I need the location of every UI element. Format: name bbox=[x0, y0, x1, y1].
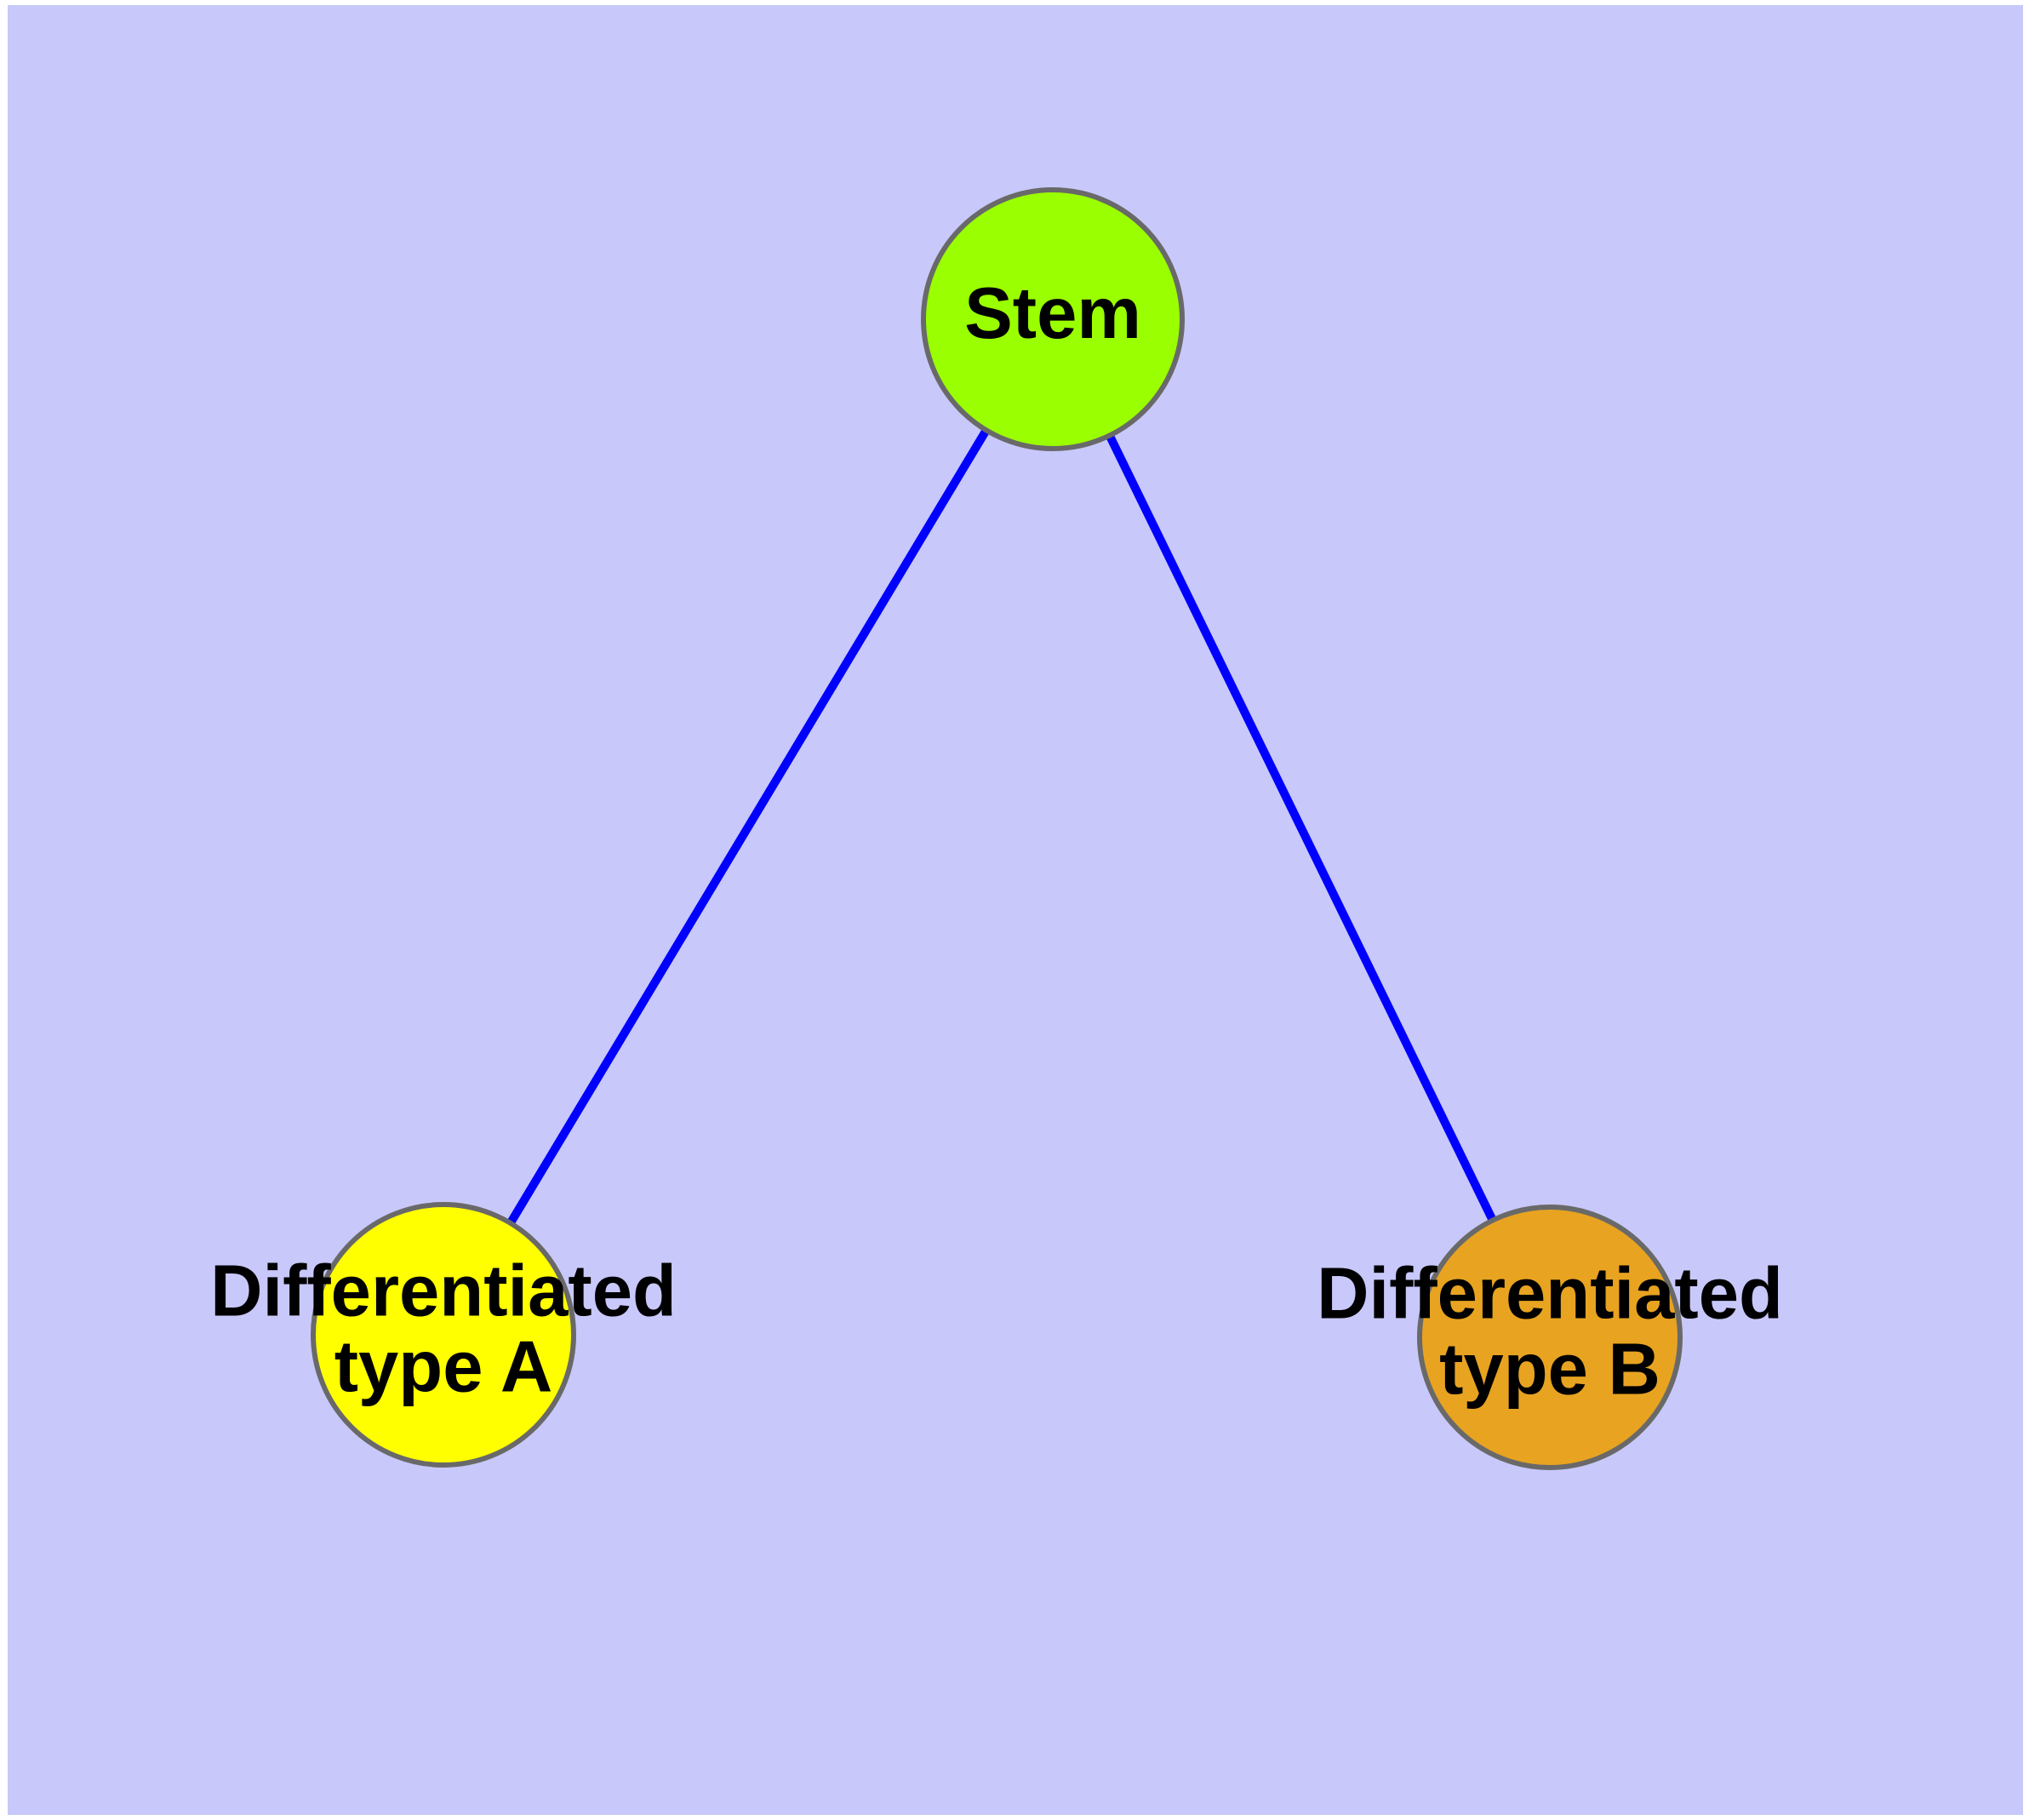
edges-layer bbox=[506, 426, 1498, 1228]
node-label-line: type A bbox=[334, 1327, 553, 1408]
node-diff_b[interactable] bbox=[1417, 1205, 1683, 1470]
node-stem[interactable] bbox=[921, 187, 1185, 451]
node-diff_a[interactable] bbox=[311, 1202, 576, 1468]
node-label-line: Differentiated bbox=[210, 1251, 677, 1332]
node-label-line: Differentiated bbox=[1317, 1254, 1783, 1335]
edge-stem-to-b[interactable] bbox=[1105, 432, 1498, 1224]
edge-stem-to-a[interactable] bbox=[506, 426, 992, 1228]
node-label-stem: Stem bbox=[964, 273, 1141, 354]
node-label-line: type B bbox=[1439, 1330, 1660, 1411]
node-label-line: Stem bbox=[964, 273, 1141, 354]
nodes-layer bbox=[311, 187, 1683, 1470]
